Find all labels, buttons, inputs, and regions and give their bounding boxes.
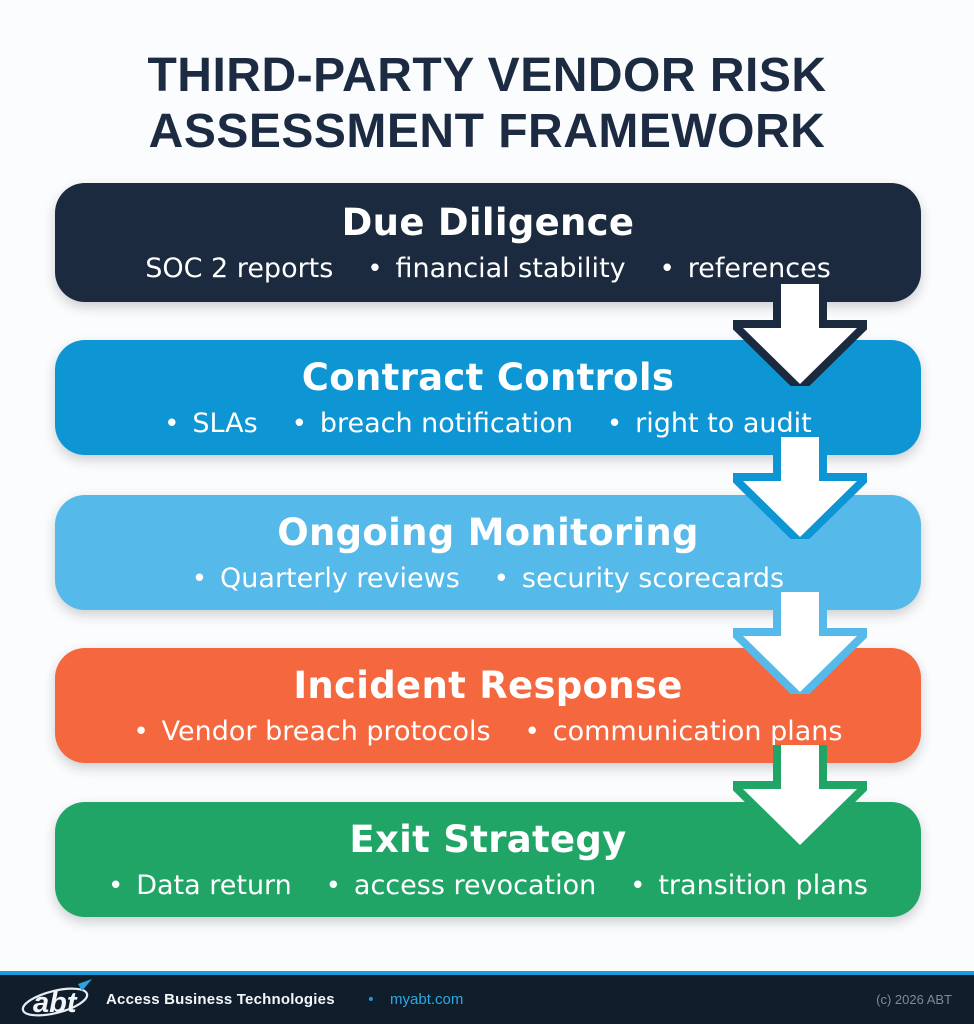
footer-copyright: (c) 2026 ABT: [876, 992, 952, 1007]
page-title-line-2: ASSESSMENT FRAMEWORK: [148, 105, 826, 159]
stage-item: access revocation: [326, 870, 596, 901]
stage-item: security scorecards: [494, 563, 784, 594]
footer-bar: abt Access Business Technologies • myabt…: [0, 975, 974, 1024]
stage-title: Contract Controls: [301, 356, 675, 399]
stage-items: SLAs breach notification right to audit: [164, 408, 812, 439]
stage-title: Ongoing Monitoring: [277, 511, 699, 554]
down-arrow-body: [743, 592, 857, 692]
stage-item: right to audit: [607, 408, 812, 439]
stage-contract-controls: Contract Controls SLAs breach notificati…: [55, 340, 921, 455]
stage-item: Vendor breach protocols: [134, 716, 491, 747]
page-title: THIRD-PARTY VENDOR RISK ASSESSMENT FRAME…: [0, 48, 974, 160]
stage-item: references: [660, 253, 831, 284]
stage-title: Incident Response: [293, 664, 683, 707]
footer-accent-line: [0, 971, 974, 975]
stage-item: Quarterly reviews: [192, 563, 460, 594]
stage-item: Data return: [108, 870, 292, 901]
down-arrow-body: [743, 284, 857, 384]
page-title-line-1: THIRD-PARTY VENDOR RISK: [147, 49, 827, 102]
stage-items: SOC 2 reports financial stability refere…: [145, 253, 831, 284]
stage-title: Due Diligence: [341, 201, 635, 244]
stage-item: SLAs: [164, 408, 257, 439]
logo-arrow-dot: [78, 978, 92, 991]
down-arrow-icon: [733, 592, 867, 694]
footer-bullet-separator: •: [366, 991, 376, 1008]
down-arrow-icon: [733, 284, 867, 386]
stage-items: Data return access revocation transition…: [108, 870, 868, 901]
stage-item: SOC 2 reports: [145, 253, 334, 284]
footer-company-name: Access Business Technologies: [106, 991, 335, 1008]
footer-website-link[interactable]: myabt.com: [390, 991, 464, 1008]
stage-items: Quarterly reviews security scorecards: [192, 563, 784, 594]
down-arrow-icon: [733, 437, 867, 539]
logo-swoosh: [21, 987, 89, 1016]
stage-items: Vendor breach protocols communication pl…: [134, 716, 843, 747]
stage-item: communication plans: [525, 716, 843, 747]
stage-title: Exit Strategy: [349, 818, 627, 861]
down-arrow-body: [743, 437, 857, 537]
down-arrow-body: [743, 745, 857, 845]
stage-item: breach notification: [292, 408, 573, 439]
stage-item: transition plans: [630, 870, 868, 901]
stage-item: financial stability: [367, 253, 625, 284]
down-arrow-icon: [733, 745, 867, 847]
logo-text: abt: [33, 987, 78, 1019]
abt-logo: abt: [21, 978, 92, 1019]
stage-due-diligence: Due Diligence SOC 2 reports financial st…: [55, 183, 921, 302]
